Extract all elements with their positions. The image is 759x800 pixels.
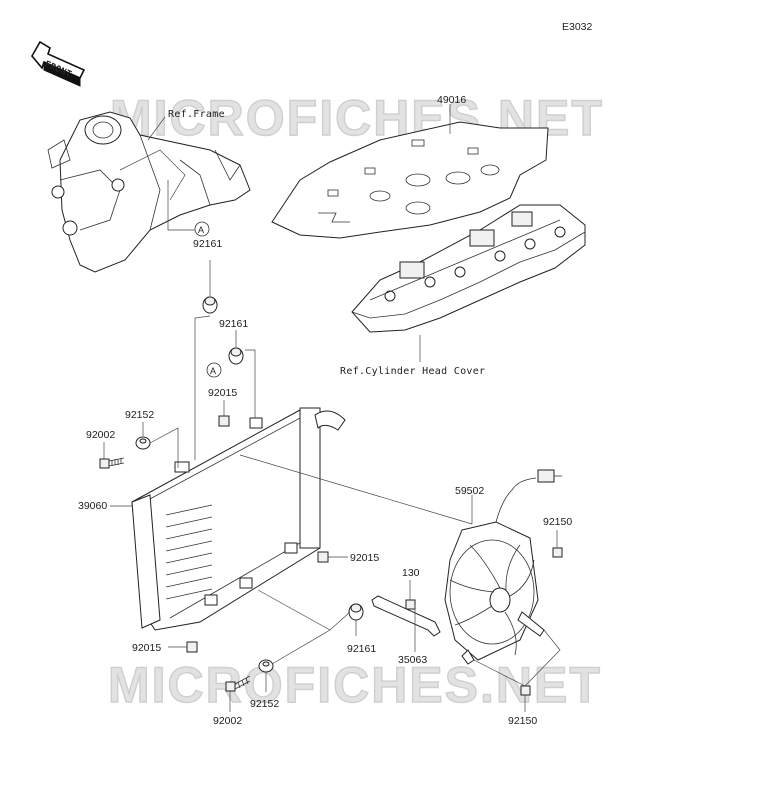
grommet-92161-top [202, 296, 218, 314]
part-92015-right: 92015 [350, 552, 379, 564]
bolt-92002-top [99, 457, 125, 469]
part-92161-bottom: 92161 [347, 643, 376, 655]
nut-92150-top [552, 547, 563, 558]
part-130: 130 [402, 567, 420, 579]
part-39060: 39060 [78, 500, 107, 512]
radiator-39060 [131, 407, 346, 631]
grommet-92161-bottom-leader [257, 589, 357, 636]
part-59502: 59502 [455, 485, 484, 497]
part-92015-top: 92015 [208, 387, 237, 399]
part-49016: 49016 [437, 94, 466, 106]
callout-a-mid-label: A [210, 366, 216, 376]
grommet-92161-mid-leader [235, 330, 256, 418]
part-92015-left: 92015 [132, 642, 161, 654]
part-92150-top: 92150 [543, 516, 572, 528]
part-92002-top: 92002 [86, 429, 115, 441]
collar-92152-bottom-leader [265, 629, 331, 692]
collar-92152-top-leader [142, 422, 179, 468]
gasket-49016 [271, 121, 549, 239]
part-92152-top: 92152 [125, 409, 154, 421]
part-92150-bottom: 92150 [508, 715, 537, 727]
front-arrow-icon: FRONT [31, 40, 86, 87]
collar-92152-bottom [258, 659, 274, 673]
cylinder-head-cover-ref [351, 204, 586, 333]
diagram-code: E3032 [562, 21, 593, 33]
nut-92150-bottom [520, 685, 531, 696]
callout-a-top-label: A [198, 225, 204, 235]
fan-leader [239, 454, 473, 525]
screw-130 [405, 599, 416, 610]
fan-59502 [444, 469, 562, 665]
part-35063: 35063 [398, 654, 427, 666]
watermark-top: MICROFICHES.NET [110, 90, 604, 146]
nut-92150-bottom-leader [473, 629, 561, 712]
bracket-35063 [371, 595, 441, 637]
callout-a-top-leader [167, 180, 195, 231]
grommet-92161-top-leader [194, 260, 211, 460]
ref-frame-label: Ref.Frame [168, 109, 225, 120]
collar-92152-top [135, 436, 151, 450]
part-92002-bottom: 92002 [213, 715, 242, 727]
callout-a-mid [206, 362, 222, 378]
nut-92015-right [317, 551, 329, 563]
watermark-bottom: MICROFICHES.NET [108, 657, 602, 713]
grommet-92161-mid [228, 347, 244, 365]
callout-a-top [194, 221, 210, 237]
part-92161-top: 92161 [193, 238, 222, 250]
part-92152-bottom: 92152 [250, 698, 279, 710]
nut-92015-left [186, 641, 198, 653]
bolt-92002-bottom [225, 675, 251, 692]
nut-92015-top [218, 415, 230, 427]
radiator-fins [165, 504, 213, 600]
frame-ref-drawing [47, 111, 251, 273]
part-92161-mid: 92161 [219, 318, 248, 330]
grommet-92161-bottom [348, 603, 364, 621]
ref-cylinder-head-cover-label: Ref.Cylinder Head Cover [340, 366, 485, 377]
frame-leader [147, 116, 166, 141]
